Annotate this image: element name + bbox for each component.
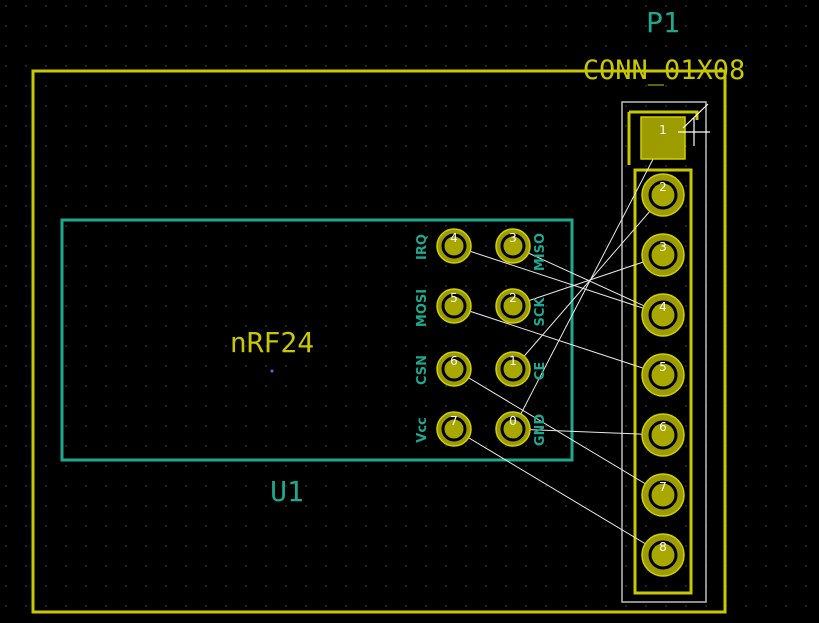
board-outline[interactable]: [31, 69, 727, 614]
pad-number: 5: [659, 360, 667, 374]
pad-number: 1: [509, 354, 517, 368]
pad-number: 2: [659, 180, 667, 194]
p1-pad-2[interactable]: 2: [641, 173, 685, 217]
pad-number: 5: [450, 291, 458, 305]
pin-label-ce: CE: [533, 362, 548, 380]
p1-pad-1[interactable]: 1: [640, 116, 686, 160]
pin-label-vcc: Vcc: [415, 417, 430, 442]
pin-label-sck: SCK: [533, 297, 548, 327]
u1-pad-5[interactable]: 6: [436, 351, 472, 387]
u1-value-label[interactable]: nRF24: [230, 326, 314, 359]
pad-number: 1: [659, 123, 667, 137]
p1-silkscreen-outline: [627, 110, 699, 595]
u1-pad-7[interactable]: 7: [436, 411, 472, 447]
u1-pad-4[interactable]: 2: [495, 288, 531, 324]
pad-number: 0: [509, 414, 517, 428]
p1-value-label[interactable]: CONN_01X08: [583, 55, 746, 86]
anchor-cursor-icon: [678, 103, 710, 146]
pad-number: 3: [509, 231, 517, 245]
pad-number: 3: [659, 240, 667, 254]
board-corner-mark: [31, 69, 45, 79]
u1-pad-1[interactable]: 4: [436, 228, 472, 264]
p1-pad-4[interactable]: 4: [641, 293, 685, 337]
u1-reference-label[interactable]: U1: [270, 475, 304, 508]
ratsnest: [453, 137, 665, 556]
p1-pad-8[interactable]: 8: [641, 533, 685, 577]
pin-label-irq: IRQ: [415, 234, 430, 260]
pin-label-miso: MISO: [533, 233, 548, 271]
p1-reference-label[interactable]: P1: [646, 6, 680, 39]
u1-pad-3[interactable]: 5: [436, 288, 472, 324]
pad-number: 7: [450, 414, 458, 428]
pad-number: 8: [659, 540, 667, 554]
pad-number: 6: [659, 420, 667, 434]
u1-fab-outline[interactable]: [60, 218, 574, 462]
p1-pad-3[interactable]: 3: [641, 233, 685, 277]
pad-number: 6: [450, 354, 458, 368]
p1-pad-6[interactable]: 6: [641, 413, 685, 457]
u1-pad-2[interactable]: 3: [495, 228, 531, 264]
pad-number: 7: [659, 480, 667, 494]
pad-number: 4: [450, 231, 458, 245]
p1-pad-5[interactable]: 5: [641, 353, 685, 397]
u1-pad-6[interactable]: 1: [495, 351, 531, 387]
p1-courtyard: [621, 101, 707, 603]
u1-pads: 4 3 5 2 6 1 7 0: [436, 228, 531, 447]
p1-pads: 1 2 3 4 5 6 7 8: [640, 116, 686, 577]
u1-pin-labels: IRQ MISO MOSI SCK CSN CE Vcc GND: [415, 233, 548, 446]
pad-number: 2: [509, 291, 517, 305]
p1-pad-7[interactable]: 7: [641, 473, 685, 517]
origin-marker: [270, 369, 274, 373]
pin-label-csn: CSN: [415, 355, 430, 385]
pad-number: 4: [659, 300, 667, 314]
pin-label-mosi: MOSI: [415, 289, 430, 327]
pin-label-gnd: GND: [533, 414, 548, 447]
grid-dots: [5, 5, 807, 607]
u1-pad-8[interactable]: 0: [495, 411, 531, 447]
